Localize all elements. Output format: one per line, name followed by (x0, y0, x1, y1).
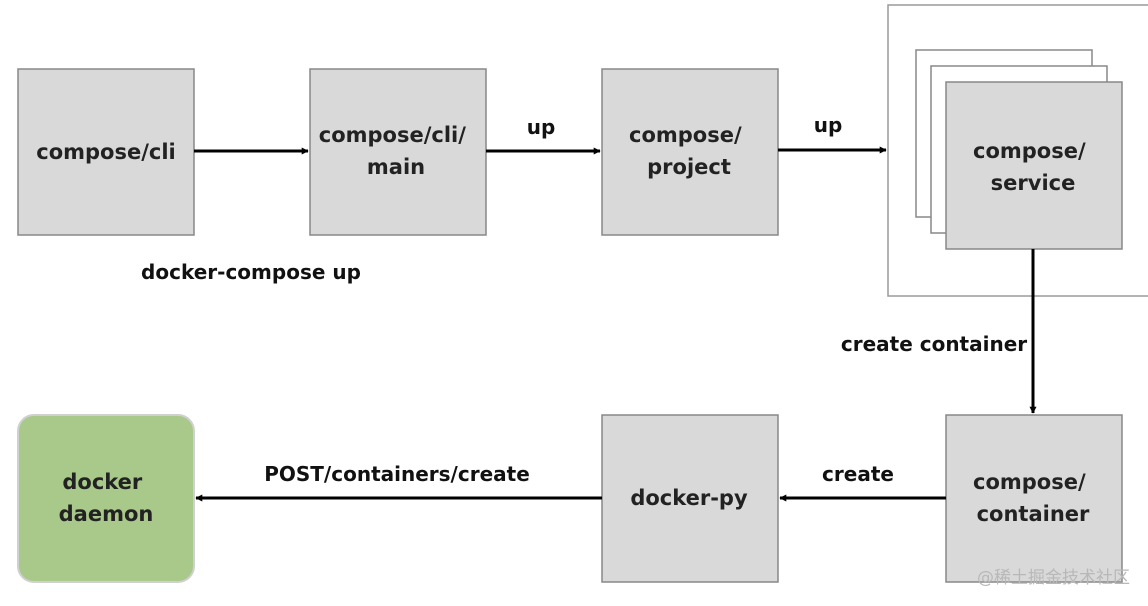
node-compose-cli-main-label-line1: compose/cli/ (319, 123, 466, 147)
node-docker-daemon: docker daemon (17, 414, 195, 583)
node-compose-service-label-line2: service (991, 171, 1076, 195)
node-compose-cli-main-box (309, 68, 487, 236)
edge-label-dockerpy-to-daemon: POST/containers/create (264, 462, 530, 486)
node-docker-daemon-label-line1: docker (62, 470, 143, 494)
node-compose-container-label-line1: compose/ (973, 470, 1086, 494)
svg-text:compose/ project: compose/ project (629, 123, 749, 179)
edge-label-main-to-project: up (527, 115, 556, 139)
node-compose-project-label-line1: compose/ (629, 123, 742, 147)
node-docker-daemon-label-line2: daemon (59, 502, 154, 526)
node-compose-project-box (601, 68, 779, 236)
svg-text:compose/cli/ main: compose/cli/ main (319, 123, 473, 179)
watermark: @稀土掘金技术社区 (977, 568, 1130, 588)
edge-label-project-to-service: up (814, 113, 843, 137)
svg-text:compose/ container: compose/ container (973, 470, 1093, 526)
node-docker-py-label-line1: docker-py (630, 486, 748, 510)
node-compose-service-label-line1: compose/ (973, 139, 1086, 163)
node-compose-cli-label-line1: compose/cli (36, 140, 175, 164)
node-docker-daemon-box (17, 414, 195, 583)
svg-text:docker daemon: docker daemon (59, 470, 154, 526)
node-compose-container-label-line2: container (977, 502, 1090, 526)
node-compose-cli-box (17, 68, 195, 236)
node-compose-cli-main: compose/cli/ main (309, 68, 487, 236)
node-compose-container-box (945, 414, 1123, 583)
node-compose-container: compose/ container (945, 414, 1123, 583)
edge-label-container-to-dockerpy: create (822, 462, 894, 486)
node-docker-py: docker-py (601, 414, 779, 583)
node-compose-project-label-line2: project (647, 155, 731, 179)
command-annotation: docker-compose up (141, 260, 361, 284)
edge-label-service-to-container: create container (841, 332, 1027, 356)
node-compose-service: compose/ service (945, 81, 1123, 250)
svg-text:compose/ service: compose/ service (973, 139, 1093, 195)
svg-text:docker-py: docker-py (630, 486, 748, 510)
node-compose-service-box (945, 81, 1123, 250)
node-compose-cli-main-label-line2: main (367, 155, 425, 179)
node-docker-py-box (601, 414, 779, 583)
node-compose-project: compose/ project (601, 68, 779, 236)
svg-text:compose/cli: compose/cli (36, 140, 175, 164)
node-compose-cli: compose/cli (17, 68, 195, 236)
